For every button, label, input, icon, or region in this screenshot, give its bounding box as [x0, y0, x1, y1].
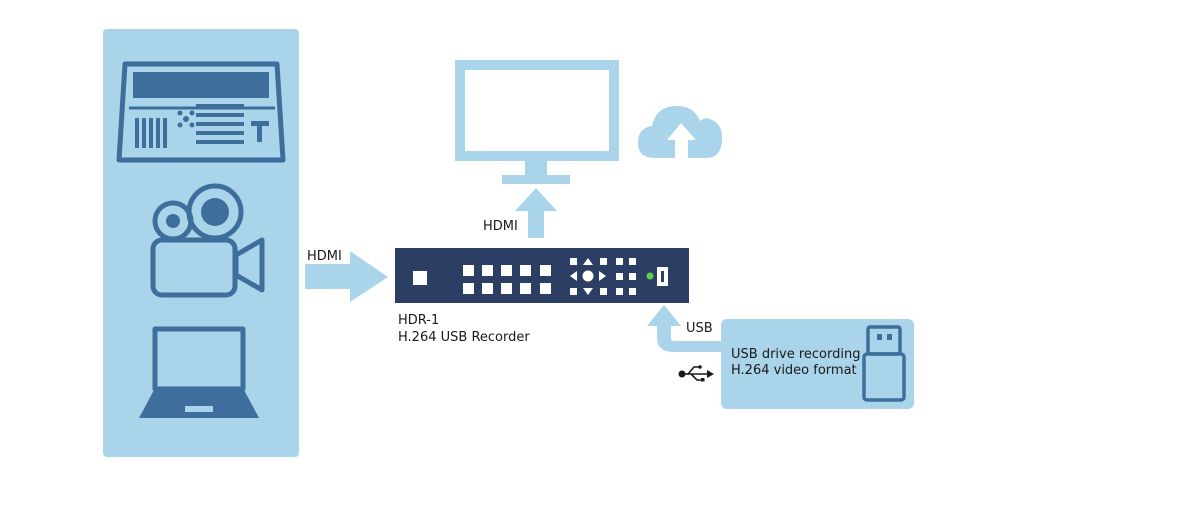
- usb-drive-icon: [862, 325, 906, 402]
- hdr-1-device: [395, 248, 689, 303]
- hdmi-input-label: HDMI: [307, 249, 342, 264]
- device-description-label: H.264 USB Recorder: [398, 330, 530, 345]
- laptop-icon: [139, 326, 259, 418]
- usb-connection-arrow: [647, 305, 724, 352]
- cloud-upload-icon: [638, 106, 722, 158]
- hdmi-output-label: HDMI: [483, 219, 518, 234]
- monitor-icon: [455, 60, 619, 184]
- video-camera-icon: [150, 183, 265, 298]
- switcher-console-icon: [116, 61, 286, 163]
- usb-symbol-icon: [678, 365, 714, 382]
- device-button-grid: [463, 265, 551, 294]
- usb-format-label: H.264 video format: [731, 363, 857, 378]
- power-button: [413, 271, 427, 285]
- status-led: [646, 272, 654, 280]
- device-name-label: HDR-1: [398, 313, 440, 328]
- usb-recording-label: USB drive recording: [731, 347, 861, 362]
- device-navigation-pad: [570, 258, 636, 295]
- hdmi-output-arrow: [515, 188, 557, 238]
- hdmi-input-arrow: [305, 251, 388, 302]
- usb-label: USB: [686, 321, 713, 336]
